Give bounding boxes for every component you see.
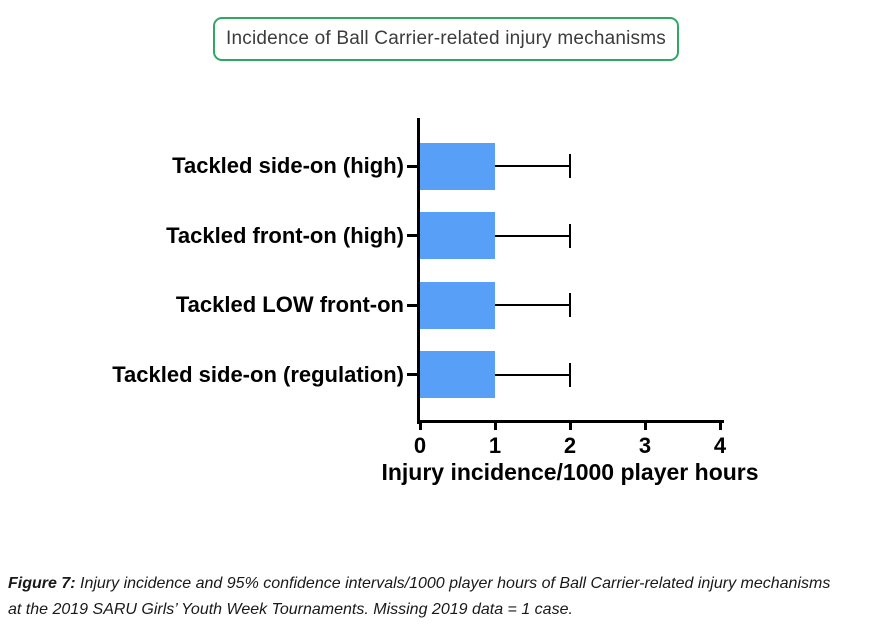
figure-caption: Figure 7: Injury incidence and 95% confi…	[8, 571, 870, 623]
y-axis-line	[417, 118, 420, 424]
error-bar-cap	[569, 223, 571, 248]
y-axis-tick	[407, 164, 417, 168]
chart-title: Incidence of Ball Carrier-related injury…	[226, 28, 666, 49]
error-bar-line	[495, 165, 570, 167]
bar	[420, 281, 495, 329]
bar	[420, 212, 495, 259]
x-axis-tick	[718, 423, 722, 430]
x-axis-line	[417, 420, 724, 423]
error-bar-cap	[569, 154, 571, 178]
category-label: Tackled side-on (regulation)	[112, 361, 404, 387]
y-axis-tick	[407, 234, 417, 237]
bar	[420, 142, 495, 190]
figure-number: Figure 7:	[8, 575, 76, 592]
x-axis-tick	[568, 423, 572, 430]
error-bar-line	[495, 373, 570, 376]
x-axis-tick	[493, 423, 497, 430]
error-bar-cap	[569, 293, 571, 317]
x-axis-tick	[643, 423, 647, 430]
x-tick-label: 1	[488, 433, 502, 458]
x-tick-label: 3	[638, 433, 652, 458]
x-axis-title: Injury incidence/1000 player hours	[381, 459, 759, 485]
bar	[420, 351, 495, 398]
y-axis-tick	[407, 303, 417, 307]
error-bar-line	[495, 304, 570, 306]
error-bar-line	[495, 234, 570, 237]
y-axis-tick	[407, 373, 417, 376]
x-tick-label: 4	[713, 433, 727, 458]
caption-line-1-text: Injury incidence and 95% confidence inte…	[75, 575, 831, 592]
error-bar-cap	[569, 362, 571, 387]
category-label: Tackled front-on (high)	[166, 222, 404, 248]
category-label: Tackled side-on (high)	[172, 153, 404, 178]
x-tick-label: 0	[413, 433, 427, 458]
category-label: Tackled LOW front-on	[175, 292, 404, 317]
chart-title-box: Incidence of Ball Carrier-related injury…	[213, 17, 679, 61]
x-tick-label: 2	[563, 433, 577, 458]
bar-chart-plot-area: Injury incidence/1000 player hours Tackl…	[112, 118, 759, 485]
x-axis-tick	[418, 423, 422, 430]
caption-line-1: Figure 7: Injury incidence and 95% confi…	[8, 571, 870, 597]
caption-line-2: at the 2019 SARU Girls’ Youth Week Tourn…	[8, 601, 573, 618]
